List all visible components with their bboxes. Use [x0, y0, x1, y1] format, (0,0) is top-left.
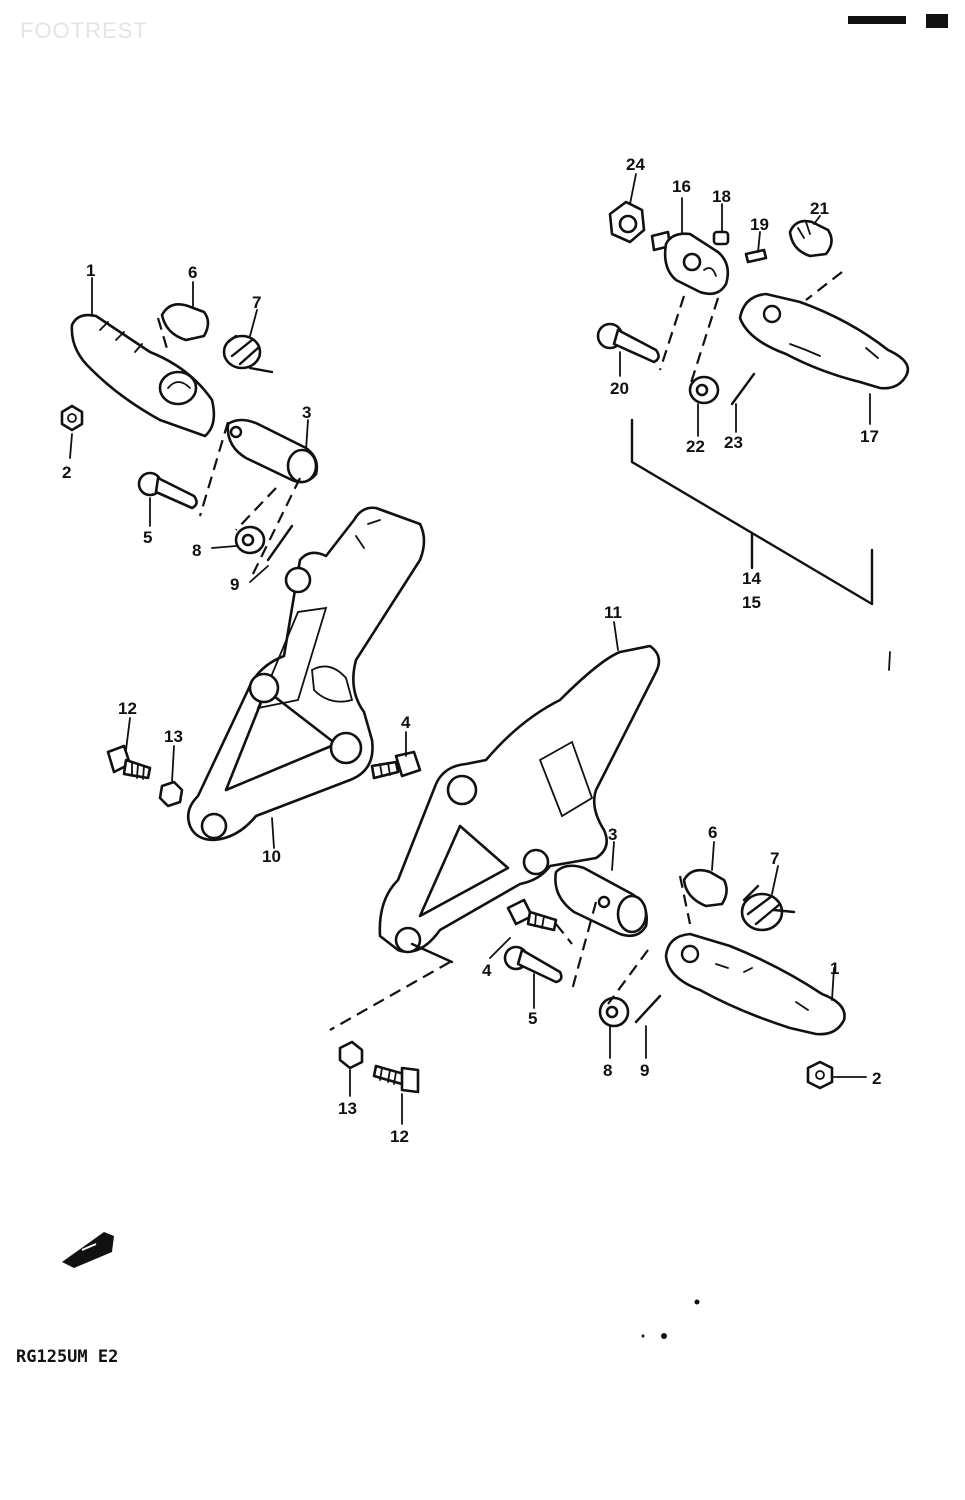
speck	[641, 1334, 645, 1338]
nut-part-2b	[806, 1060, 834, 1090]
callout-3: 3	[302, 403, 311, 422]
callout-23: 23	[724, 433, 743, 452]
cotter-pin-part-23	[730, 372, 756, 406]
callout-18: 18	[712, 187, 731, 206]
spring-part-7b	[740, 884, 796, 932]
leader-lines	[69, 173, 871, 1125]
callout-6: 6	[188, 263, 197, 282]
nut-part-13b	[338, 1040, 364, 1070]
callout-1: 1	[86, 261, 95, 280]
detent-ball-part-6	[160, 303, 210, 342]
callout-12b: 12	[390, 1127, 409, 1146]
model-code: RG125UM E2	[16, 1347, 118, 1367]
callout-4: 4	[401, 713, 411, 732]
callout-8: 8	[192, 541, 201, 560]
callout-20: 20	[610, 379, 629, 398]
callout-13b: 13	[338, 1099, 357, 1118]
front-arrow-icon	[62, 1232, 114, 1268]
footrest-bracket-part-11	[378, 644, 661, 954]
pillion-footrest-assembly	[596, 200, 910, 606]
washer-part-22	[688, 375, 720, 405]
speck	[661, 1333, 667, 1339]
footrest-part-1	[70, 313, 216, 438]
callout-7b: 7	[770, 849, 779, 868]
bolt-part-4b	[506, 898, 573, 945]
right-rear-footrest-assembly	[60, 303, 319, 581]
callout-9: 9	[230, 575, 239, 594]
callout-14: 14	[742, 569, 761, 588]
callout-9b: 9	[640, 1061, 649, 1080]
callout-3b: 3	[608, 825, 617, 844]
spring-part-7	[222, 334, 274, 374]
callout-10: 10	[262, 847, 281, 866]
cotter-pin-part-9	[266, 524, 294, 562]
washer-part-8	[234, 525, 266, 555]
callout-13: 13	[164, 727, 183, 746]
speck	[888, 651, 891, 671]
footrest-part-1b	[664, 932, 846, 1036]
detent-ball-part-21	[788, 219, 833, 258]
pin-part-5	[137, 471, 198, 510]
detent-ball-part-6b	[682, 868, 728, 908]
footrest-pivot	[158, 370, 198, 406]
callout-2b: 2	[872, 1069, 881, 1088]
callout-labels: 1 6 7 2 3 5 8 9 12 13 4 10 11 24 16 18 1…	[62, 155, 881, 1146]
nut-part-13	[158, 780, 184, 808]
bolt-part-4	[370, 750, 422, 780]
bolt-part-12	[106, 744, 152, 780]
bolt-part-12b	[372, 1064, 420, 1094]
callout-11: 11	[604, 603, 622, 622]
callout-17: 17	[860, 427, 879, 446]
callout-15: 15	[742, 593, 761, 612]
callout-22: 22	[686, 437, 705, 456]
plug-part-18	[712, 230, 730, 246]
callout-21: 21	[810, 199, 829, 218]
footrest-bolt-part-3	[226, 418, 319, 484]
corner-mark	[926, 14, 948, 28]
left-footrest-assembly	[329, 864, 846, 1094]
pin-part-5b	[503, 945, 563, 984]
footrest-bracket-part-10	[186, 506, 426, 842]
callout-19: 19	[750, 215, 769, 234]
callout-8b: 8	[603, 1061, 612, 1080]
nut-part-24	[608, 200, 646, 244]
callout-1b: 1	[830, 959, 839, 978]
callout-24: 24	[626, 155, 645, 174]
callout-6b: 6	[708, 823, 717, 842]
cotter-pin-part-9b	[634, 994, 662, 1024]
nut-part-2	[60, 404, 84, 432]
corner-mark	[848, 16, 906, 24]
callout-12: 12	[118, 699, 137, 718]
footrest-bolt-part-3b	[554, 864, 648, 938]
pin-part-20	[596, 322, 660, 364]
footrest-pivot	[680, 944, 700, 964]
callout-7: 7	[252, 293, 261, 312]
callout-16: 16	[672, 177, 691, 196]
page-title: FOOTREST	[20, 18, 148, 43]
callout-5: 5	[143, 528, 152, 547]
pin-part-19	[744, 248, 768, 264]
pillion-bracket-part-16	[650, 230, 730, 296]
callout-2: 2	[62, 463, 71, 482]
washer-part-8b	[598, 996, 630, 1028]
speck	[694, 1299, 700, 1305]
pillion-footrest-part-17	[738, 292, 910, 390]
callout-5b: 5	[528, 1009, 537, 1028]
callout-4b: 4	[482, 961, 492, 980]
